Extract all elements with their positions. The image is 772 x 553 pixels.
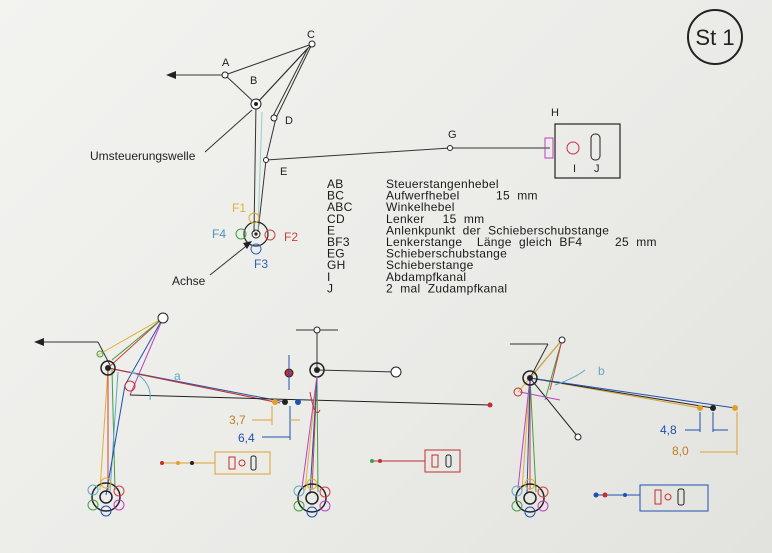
legend-code: J: [327, 281, 333, 295]
legend-code: AB: [327, 177, 344, 191]
legend-description: Lenker 15 mm: [386, 212, 484, 226]
main-mechanism: [166, 40, 621, 276]
legend-description: 2 mal Zudampfkanal: [386, 281, 507, 295]
legend-description: Aufwerfhebel 15 mm: [386, 189, 538, 203]
label-angle-a: a: [174, 369, 181, 383]
dimension-8-0: 8,0: [672, 444, 689, 458]
legend-description: Anlenkpunkt der Schieberschubstange: [386, 223, 609, 237]
label-F2: F2: [284, 230, 298, 244]
legend-code: EG: [327, 247, 345, 261]
label-angle-b: b: [598, 364, 605, 378]
label-B: B: [250, 75, 257, 87]
label-E: E: [280, 166, 287, 178]
label-F4: F4: [212, 227, 226, 241]
legend-code: ABC: [327, 200, 353, 214]
legend-description: Steuerstangenhebel: [386, 177, 499, 191]
legend-code: E: [327, 223, 335, 237]
label-A: A: [222, 57, 230, 69]
legend-description: Schieberschubstange: [386, 247, 507, 261]
lower-middle-mechanism: [284, 326, 461, 518]
legend-code: GH: [327, 258, 346, 272]
label-J: J: [594, 163, 600, 175]
label-F3: F3: [254, 257, 268, 271]
legend-code: I: [327, 270, 331, 284]
label-F1: F1: [232, 201, 246, 215]
legend-description: Abdampfkanal: [386, 270, 466, 284]
label-achse: Achse: [172, 274, 206, 288]
lower-right-mechanism: b 4,8 8,0: [510, 336, 738, 518]
sheet-id-badge: St 1: [687, 9, 743, 65]
sheet-id-text: St 1: [695, 25, 734, 50]
legend-description: Lenkerstange Länge gleich BF4 25 mm: [386, 235, 657, 249]
legend-description: Schieberstange: [386, 258, 474, 272]
legend-code: CD: [327, 212, 345, 226]
lower-left-mechanism: 3,7 6,4 a: [34, 312, 493, 517]
label-umsteuerungswelle: Umsteuerungswelle: [90, 149, 196, 163]
label-H: H: [551, 107, 559, 119]
dimension-3-7: 3,7: [229, 413, 246, 427]
label-I: I: [573, 163, 576, 175]
legend-description: Winkelhebel: [386, 200, 455, 214]
dimension-4-8: 4,8: [660, 423, 677, 437]
dimension-6-4: 6,4: [238, 431, 255, 445]
label-G: G: [448, 129, 457, 141]
legend-code: BC: [327, 189, 344, 203]
legend-code: BF3: [327, 235, 350, 249]
label-D: D: [285, 115, 293, 127]
main-mechanism-labels: A B C D E G H I J Umsteuerungswelle F1 F…: [90, 29, 600, 288]
label-C: C: [307, 29, 315, 41]
